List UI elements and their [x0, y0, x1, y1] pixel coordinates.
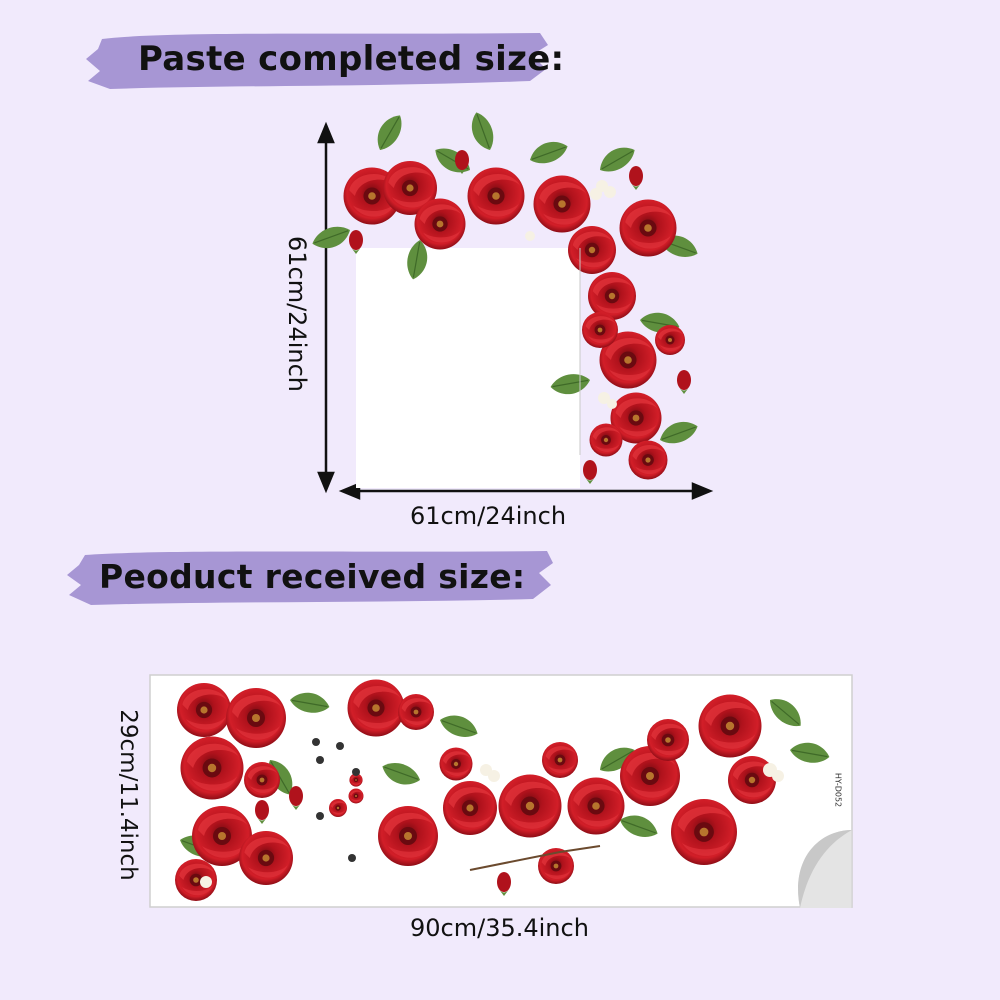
width-arrow [338, 482, 714, 500]
sheet-small-corner [322, 773, 364, 817]
completed-size-title: Paste completed size: [138, 39, 565, 79]
completed-width-label: 61cm/24inch [410, 502, 567, 530]
height-arrow [317, 121, 335, 494]
white-blossoms [525, 180, 617, 409]
received-width-label: 90cm/35.4inch [410, 914, 589, 942]
brush-stroke-shape [67, 551, 553, 605]
received-height-label: 29cm/11.4inch [115, 709, 141, 881]
wall-area [356, 248, 580, 488]
sheet-dots [312, 738, 360, 862]
peel-corner-icon [798, 830, 853, 908]
branch [469, 845, 601, 871]
sheet-white-blossoms [200, 763, 784, 888]
completed-size-banner: Paste completed size: [80, 25, 564, 95]
received-size-banner: Peoduct received size: [65, 545, 555, 610]
brush-stroke-shape [86, 33, 548, 89]
product-code: HY-D052 [833, 772, 843, 808]
received-size-title: Peoduct received size: [99, 557, 526, 596]
